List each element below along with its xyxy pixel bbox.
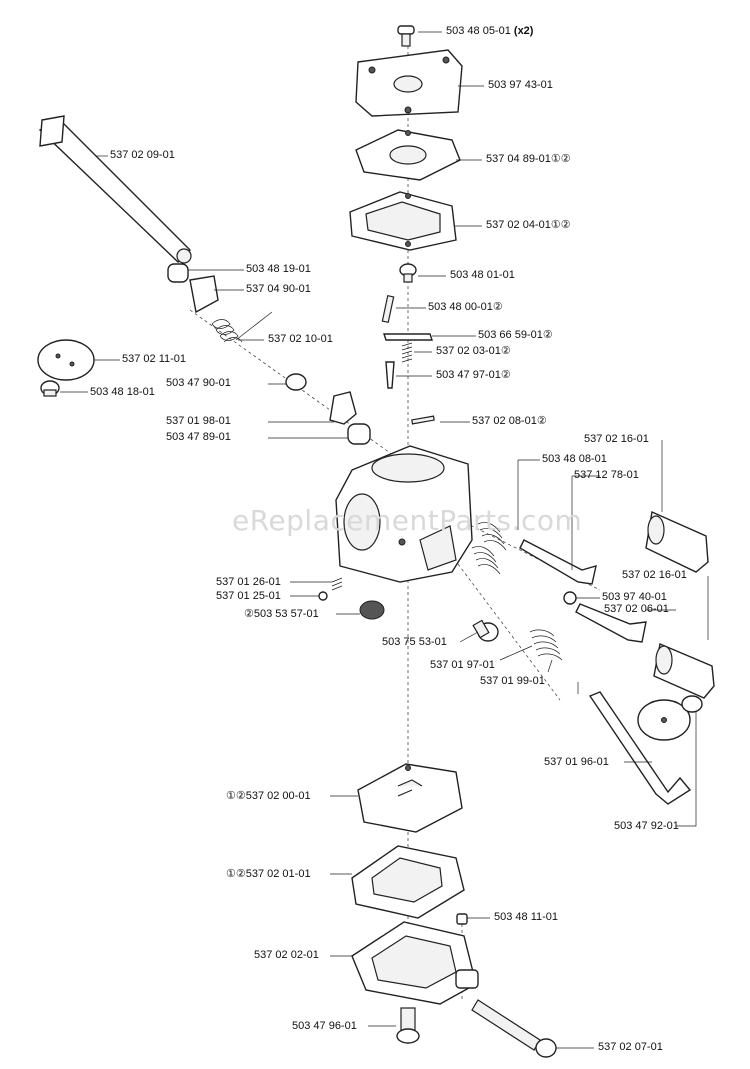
small-rod bbox=[411, 415, 435, 425]
part-label: 503 66 59-01② bbox=[478, 329, 553, 341]
part-label: 537 02 16-01 bbox=[622, 569, 687, 581]
body-screw bbox=[472, 619, 499, 642]
inlet-spring bbox=[401, 342, 413, 363]
main-needle-spring bbox=[471, 546, 501, 575]
throttle-valve bbox=[37, 339, 95, 381]
part-label: ②503 53 57-01 bbox=[244, 608, 319, 620]
plug bbox=[359, 600, 385, 620]
throttle-shaft bbox=[38, 115, 192, 264]
part-label: 537 02 04-01①② bbox=[486, 219, 571, 231]
part-label: 537 02 02-01 bbox=[254, 949, 319, 961]
part-label: 503 97 43-01 bbox=[488, 79, 553, 91]
part-label: 537 01 97-01 bbox=[430, 659, 495, 671]
part-label: 503 48 18-01 bbox=[90, 386, 155, 398]
filter-screen bbox=[456, 913, 468, 925]
adjust-needle-1 bbox=[519, 539, 597, 585]
return-spring bbox=[211, 311, 273, 343]
part-label: 503 47 90-01 bbox=[166, 377, 231, 389]
part-label: 503 47 92-01 bbox=[614, 820, 679, 832]
part-label: ①②537 02 00-01 bbox=[226, 790, 311, 802]
metering-diaphragm bbox=[357, 763, 463, 833]
inlet-needle bbox=[385, 361, 395, 389]
part-label: 537 02 07-01 bbox=[598, 1041, 663, 1053]
part-label: 503 47 97-01② bbox=[436, 369, 511, 381]
part-label: 537 02 03-01② bbox=[436, 345, 511, 357]
part-label: 537 01 98-01 bbox=[166, 415, 231, 427]
carburetor-body bbox=[335, 445, 473, 583]
pump-cover bbox=[355, 49, 463, 117]
part-label: 537 02 08-01② bbox=[472, 415, 547, 427]
part-label: 537 04 89-01①② bbox=[486, 153, 571, 165]
part-label: 503 48 08-01 bbox=[542, 453, 607, 465]
part-label: 537 02 10-01 bbox=[268, 333, 333, 345]
part-label: 537 02 09-01 bbox=[110, 149, 175, 161]
gasket bbox=[349, 191, 457, 251]
small-screw bbox=[399, 263, 417, 283]
choke-valve bbox=[637, 699, 691, 741]
part-label: 537 12 78-01 bbox=[574, 469, 639, 481]
top-screw bbox=[397, 25, 415, 47]
bushing bbox=[167, 263, 189, 283]
part-label: 537 01 96-01 bbox=[544, 756, 609, 768]
limiter-cap-1 bbox=[645, 510, 709, 573]
throttle-lever bbox=[189, 275, 219, 314]
part-label: 503 75 53-01 bbox=[382, 636, 447, 648]
bottom-screw bbox=[396, 1007, 420, 1044]
part-label: 537 01 99-01 bbox=[480, 675, 545, 687]
choke-screw bbox=[681, 695, 703, 713]
inlet-lever bbox=[383, 333, 433, 341]
part-label: 503 48 19-01 bbox=[246, 263, 311, 275]
part-label: 503 48 01-01 bbox=[450, 269, 515, 281]
detent-ball bbox=[318, 591, 328, 601]
washer bbox=[563, 591, 577, 605]
metering-cover bbox=[351, 921, 479, 1005]
part-label: 537 02 16-01 bbox=[584, 433, 649, 445]
part-label: 537 01 25-01 bbox=[216, 590, 281, 602]
lever-bushing bbox=[347, 423, 371, 445]
part-label: 537 04 90-01 bbox=[246, 283, 311, 295]
pin bbox=[381, 294, 395, 324]
choke-shaft bbox=[588, 691, 692, 805]
watermark: eReplacementParts.com bbox=[232, 504, 583, 537]
long-screw bbox=[471, 999, 557, 1058]
part-label: 503 48 05-01 (x2) bbox=[446, 25, 534, 37]
lever-screw bbox=[285, 373, 307, 391]
part-label: 537 02 06-01 bbox=[604, 603, 669, 615]
part-label: 503 48 11-01 bbox=[494, 911, 559, 923]
part-label: 503 97 40-01 bbox=[602, 591, 667, 603]
pump-diaphragm bbox=[355, 129, 461, 181]
leader-lines bbox=[60, 31, 709, 1049]
part-label: 537 01 26-01 bbox=[216, 576, 281, 588]
part-label: 503 47 89-01 bbox=[166, 431, 231, 443]
part-label: 503 47 96-01 bbox=[292, 1020, 357, 1032]
part-label: 537 02 11-01 bbox=[122, 353, 187, 365]
detent-spring bbox=[331, 577, 343, 591]
metering-gasket bbox=[351, 845, 465, 919]
adjust-needle-2 bbox=[575, 603, 647, 643]
idle-needle-spring bbox=[477, 522, 507, 551]
part-label: ①②537 02 01-01 bbox=[226, 868, 311, 880]
limiter-cap-2 bbox=[653, 643, 715, 699]
part-label: 503 48 00-01② bbox=[428, 301, 503, 313]
needle-axis bbox=[459, 519, 601, 591]
lever-bracket bbox=[329, 391, 357, 425]
valve-screw bbox=[40, 380, 60, 397]
choke-spring bbox=[499, 629, 563, 673]
lever-axis bbox=[189, 309, 401, 461]
